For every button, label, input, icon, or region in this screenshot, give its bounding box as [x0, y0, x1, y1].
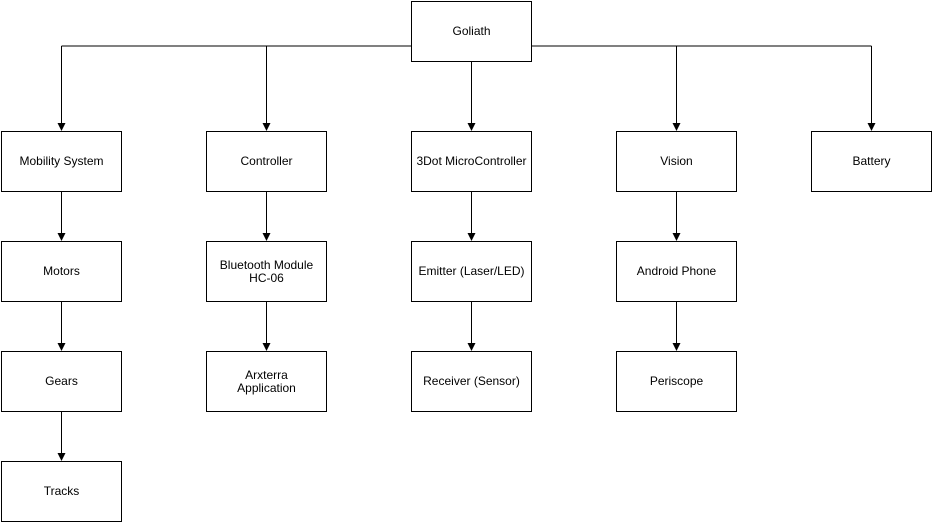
node-controller-label: Controller [240, 154, 293, 168]
node-tracks[interactable]: Tracks [1, 461, 122, 522]
node-periscope[interactable]: Periscope [616, 351, 737, 412]
node-arxterra-application[interactable]: Arxterra Application [206, 351, 327, 412]
node-bluetooth-module-label: Bluetooth Module HC-06 [219, 257, 314, 285]
node-receiver-label: Receiver (Sensor) [423, 374, 520, 388]
node-receiver[interactable]: Receiver (Sensor) [411, 351, 532, 412]
node-tracks-label: Tracks [43, 484, 80, 498]
node-mobility-system[interactable]: Mobility System [1, 131, 122, 192]
node-bluetooth-module[interactable]: Bluetooth Module HC-06 [206, 241, 327, 302]
node-gears-label: Gears [45, 374, 78, 388]
node-android-phone[interactable]: Android Phone [616, 241, 737, 302]
node-3dot-microcontroller[interactable]: 3Dot MicroController [411, 131, 532, 192]
node-3dot-microcontroller-label: 3Dot MicroController [416, 154, 527, 168]
node-emitter[interactable]: Emitter (Laser/LED) [411, 241, 532, 302]
node-vision[interactable]: Vision [616, 131, 737, 192]
node-arxterra-application-label: Arxterra Application [237, 367, 296, 395]
node-controller[interactable]: Controller [206, 131, 327, 192]
node-battery[interactable]: Battery [811, 131, 932, 192]
node-gears[interactable]: Gears [1, 351, 122, 412]
node-motors-label: Motors [43, 264, 80, 278]
node-vision-label: Vision [660, 154, 693, 168]
node-periscope-label: Periscope [649, 374, 704, 388]
node-mobility-system-label: Mobility System [19, 154, 104, 168]
node-emitter-label: Emitter (Laser/LED) [418, 264, 525, 278]
node-battery-label: Battery [852, 154, 891, 168]
node-motors[interactable]: Motors [1, 241, 122, 302]
node-goliath-label: Goliath [452, 24, 491, 38]
node-android-phone-label: Android Phone [636, 264, 717, 278]
node-goliath[interactable]: Goliath [411, 1, 532, 62]
